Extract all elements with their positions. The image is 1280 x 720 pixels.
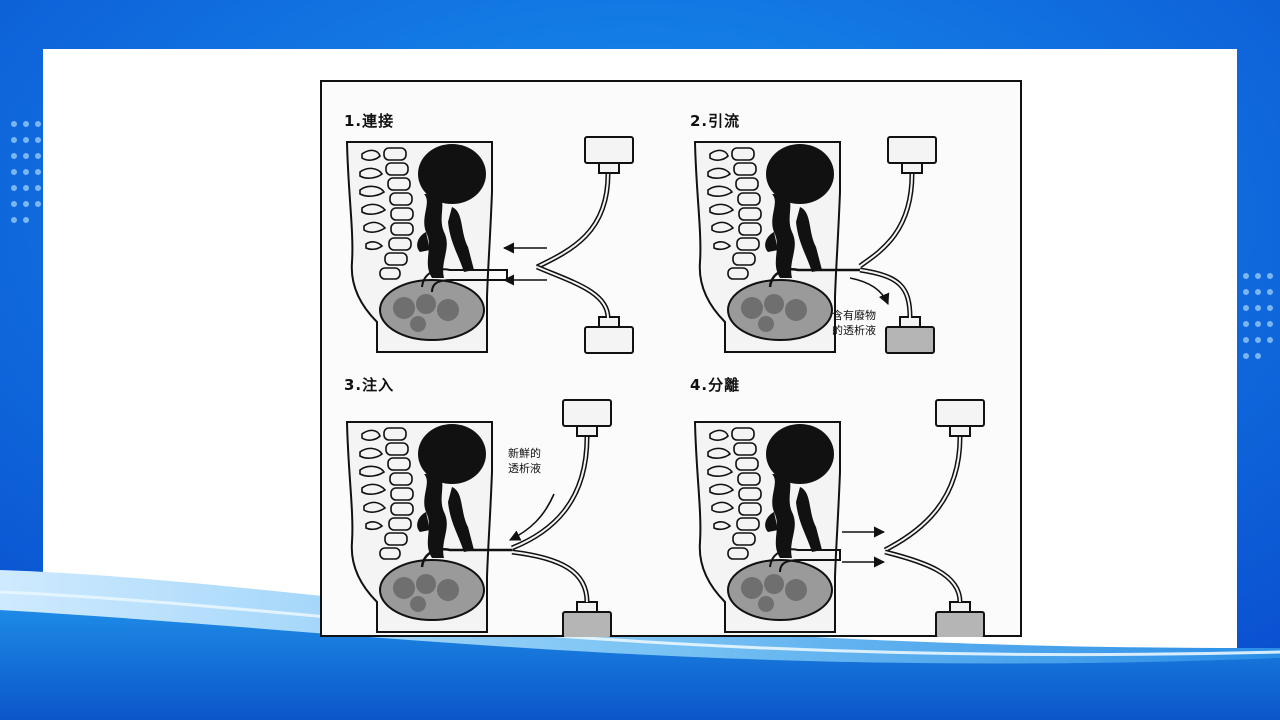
drain-bag-full	[562, 601, 612, 637]
step-1-illustration	[346, 136, 634, 354]
step-2-note: 含有廢物 的透析液	[832, 308, 876, 338]
step-3-label: 3.注入	[344, 376, 395, 394]
step-4-illustration	[694, 399, 985, 637]
step-3-note-line-1: 新鮮的	[508, 447, 541, 460]
dialysate-bag-emptying	[562, 399, 612, 437]
step-3-illustration	[346, 399, 612, 637]
step-4-label: 4.分離	[690, 376, 741, 394]
step-2-note-line-2: 的透析液	[832, 324, 876, 337]
dialysate-bag-top	[887, 136, 937, 174]
diagram-drawing	[346, 136, 985, 637]
step-2-illustration	[694, 136, 937, 354]
peritoneal-dialysis-diagram: 1.連接 2.引流 3.注入 4.分離 含有廢物 的透析液 新鮮的 透析液	[320, 80, 1022, 637]
dialysate-bag-top	[584, 136, 634, 174]
drain-bag-full	[885, 316, 935, 354]
right-dot-pattern	[1243, 273, 1273, 359]
left-dot-pattern	[11, 121, 41, 223]
drain-bag-bottom	[584, 316, 634, 354]
step-3-note-line-2: 透析液	[508, 462, 541, 475]
drain-bag-full	[935, 601, 985, 637]
empty-bag-top	[935, 399, 985, 437]
step-3-note: 新鮮的 透析液	[508, 446, 541, 476]
step-2-note-line-1: 含有廢物	[832, 309, 876, 322]
step-1-label: 1.連接	[344, 112, 395, 130]
step-2-label: 2.引流	[690, 112, 741, 130]
